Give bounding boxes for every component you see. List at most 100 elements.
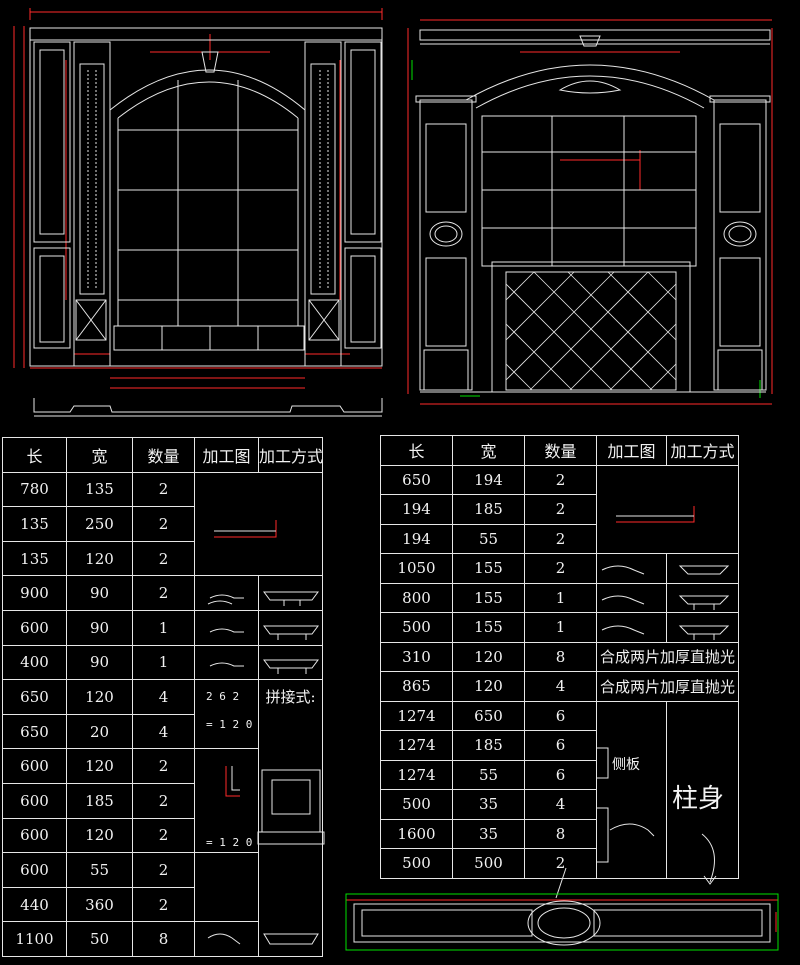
cell-width: 155 (452, 582, 525, 613)
cell-length: 800 (380, 582, 453, 613)
header-width: 宽 (66, 437, 133, 473)
cell-width: 90 (66, 609, 133, 646)
table-row: 440 360 2 (2, 886, 323, 923)
cell-width: 90 (66, 644, 133, 681)
cell-width: 185 (452, 494, 525, 525)
cell-width: 650 (452, 700, 525, 731)
cell-width: 50 (66, 921, 133, 957)
cell-width: 35 (452, 818, 525, 849)
cell-width: 55 (452, 759, 525, 790)
cell-quantity: 2 (524, 464, 597, 495)
cell-width: 120 (452, 671, 525, 702)
cell-quantity: 6 (524, 759, 597, 790)
table-row: 1274 185 6 (380, 730, 739, 761)
cell-quantity: 8 (524, 818, 597, 849)
cell-length: 1600 (380, 818, 453, 849)
table-row: 310 120 8 合成两片加厚直抛光 (380, 641, 739, 672)
header-process-method: 加工方式 (666, 435, 739, 466)
table-row: 194 185 2 (380, 494, 739, 525)
bottom-panel-plan (345, 893, 779, 951)
cell-quantity: 1 (524, 582, 597, 613)
process-drawing-cell (596, 464, 739, 554)
cell-length: 650 (2, 679, 67, 715)
cell-width: 360 (66, 886, 133, 923)
cell-length: 1100 (2, 921, 67, 957)
cell-width: 120 (66, 540, 133, 577)
cell-quantity: 1 (132, 644, 195, 681)
table-row: 865 120 4 合成两片加厚直抛光 (380, 671, 739, 702)
header-width: 宽 (452, 435, 525, 466)
header-process-drawing: 加工图 (194, 437, 259, 473)
right-elevation (407, 19, 773, 405)
table-row: 600 55 2 (2, 852, 323, 923)
cell-quantity: 6 (524, 730, 597, 761)
header-length: 长 (2, 437, 67, 473)
cell-quantity: 2 (132, 471, 195, 508)
cell-width: 185 (452, 730, 525, 761)
cell-quantity: 2 (132, 575, 195, 611)
table-row: 194 55 2 (380, 523, 739, 554)
table-row: 600 120 2 (2, 748, 323, 854)
cell-length: 600 (2, 852, 67, 888)
cell-quantity: 2 (132, 748, 195, 784)
cell-length: 194 (380, 494, 453, 525)
cell-quantity: 8 (132, 921, 195, 957)
cell-length: 310 (380, 641, 453, 672)
cell-length: 135 (2, 540, 67, 577)
cell-length: 600 (2, 817, 67, 854)
cell-length: 400 (2, 644, 67, 681)
cell-length: 500 (380, 612, 453, 643)
process-method-cell (258, 609, 323, 646)
cell-length: 500 (380, 789, 453, 820)
process-drawing-cell (194, 748, 259, 854)
cell-quantity: 4 (524, 671, 597, 702)
cell-width: 194 (452, 464, 525, 495)
process-drawing-cell (194, 679, 259, 750)
process-drawing-cell (596, 700, 667, 879)
left-elevation (13, 8, 383, 417)
cell-length: 1274 (380, 759, 453, 790)
table-row: 1100 50 8 (2, 921, 323, 957)
table-header-row: 长 宽 数量 加工图 加工方式 (2, 437, 323, 473)
cell-width: 250 (66, 506, 133, 542)
cell-quantity: 2 (132, 852, 195, 888)
header-quantity: 数量 (524, 435, 597, 466)
cell-quantity: 4 (132, 679, 195, 715)
process-drawing-cell (596, 582, 667, 613)
cell-quantity: 2 (132, 886, 195, 923)
cell-width: 20 (66, 713, 133, 750)
cell-length: 600 (2, 748, 67, 784)
cell-quantity: 6 (524, 700, 597, 731)
table-row: 400 90 1 (2, 644, 323, 681)
cell-length: 1274 (380, 730, 453, 761)
cell-length: 194 (380, 523, 453, 554)
process-method-cell (666, 553, 739, 584)
table-row: 600 185 2 (2, 782, 323, 819)
cell-length: 600 (2, 609, 67, 646)
cell-length: 1274 (380, 700, 453, 731)
table-header-row: 长 宽 数量 加工图 加工方式 (380, 435, 739, 466)
table-row: 900 90 2 (2, 575, 323, 611)
process-drawing-cell (596, 553, 667, 584)
table-row: 800 155 1 (380, 582, 739, 613)
cell-quantity: 2 (132, 817, 195, 854)
table-row: 650 194 2 (380, 464, 739, 554)
cell-quantity: 2 (524, 494, 597, 525)
table-row: 135 120 2 (2, 540, 323, 577)
cell-quantity: 1 (524, 612, 597, 643)
cell-width: 55 (66, 852, 133, 888)
cell-quantity: 2 (524, 523, 597, 554)
cell-quantity: 8 (524, 641, 597, 672)
process-method-text: 合成两片加厚直抛光 (596, 641, 739, 672)
splice-note: 拼接式: (258, 679, 323, 957)
cell-length: 650 (2, 713, 67, 750)
cell-width: 35 (452, 789, 525, 820)
process-drawing-cell (194, 921, 259, 957)
cell-width: 120 (452, 641, 525, 672)
cell-length: 500 (380, 848, 453, 879)
cell-width: 90 (66, 575, 133, 611)
right-parts-table: 长 宽 数量 加工图 加工方式 650 194 2 194 185 2 194 … (380, 435, 739, 879)
process-drawing-cell (194, 644, 259, 681)
cell-width: 185 (66, 782, 133, 819)
table-row: 600 90 1 (2, 609, 323, 646)
